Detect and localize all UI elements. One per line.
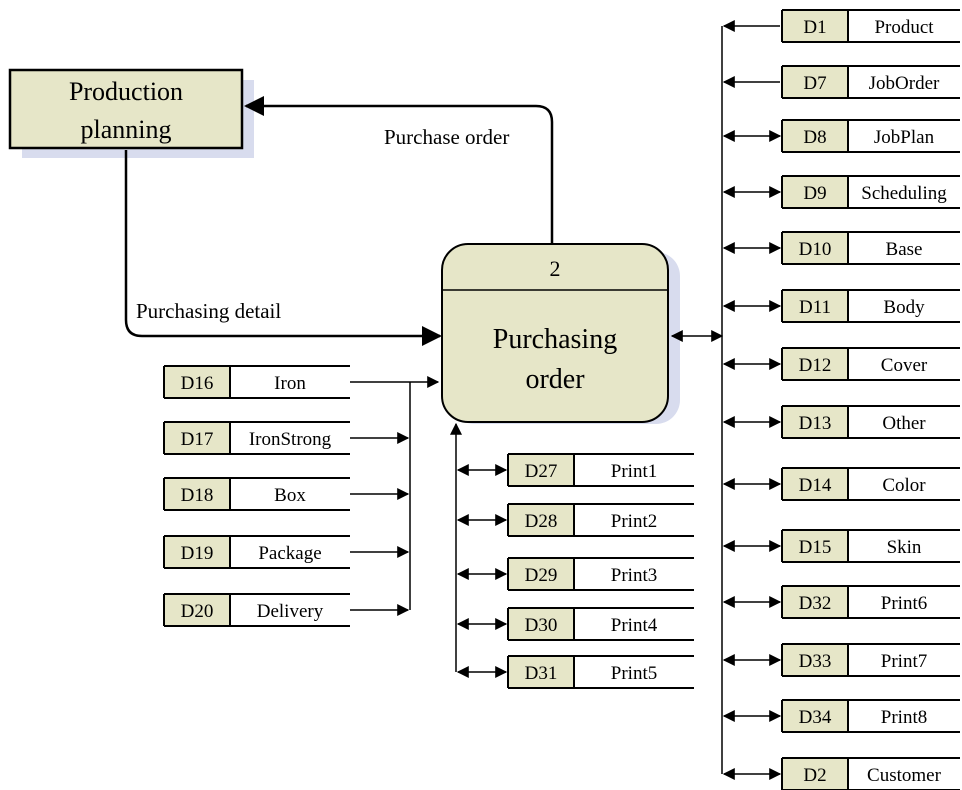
entity-label-line2: planning xyxy=(81,115,172,144)
data-store-d27-print1[interactable]: D27 Print1 xyxy=(508,454,694,486)
store-id: D12 xyxy=(799,355,832,376)
store-id: D1 xyxy=(803,17,826,38)
flow-label-purchasing-detail: Purchasing detail xyxy=(136,299,281,323)
store-id: D28 xyxy=(525,511,558,532)
data-store-d30-print4[interactable]: D30 Print4 xyxy=(508,608,694,640)
data-store-d16-iron[interactable]: D16 Iron xyxy=(164,366,350,398)
data-store-d33-print7[interactable]: D33 Print7 xyxy=(782,644,960,676)
store-name: Product xyxy=(874,17,934,38)
data-store-d29-print3[interactable]: D29 Print3 xyxy=(508,558,694,590)
process-label-line1: Purchasing xyxy=(493,324,617,355)
store-id: D2 xyxy=(803,765,826,786)
store-name: Box xyxy=(274,485,306,506)
store-id: D32 xyxy=(799,593,832,614)
store-name: IronStrong xyxy=(249,429,332,450)
store-id: D14 xyxy=(799,475,832,496)
store-name: Skin xyxy=(887,537,922,558)
store-name: Scheduling xyxy=(861,183,947,204)
data-store-d9-scheduling[interactable]: D9 Scheduling xyxy=(782,176,960,208)
store-name: Body xyxy=(883,297,925,318)
store-name: Print2 xyxy=(611,511,657,532)
data-store-d11-body[interactable]: D11 Body xyxy=(782,290,960,322)
store-id: D34 xyxy=(799,707,832,728)
store-id: D31 xyxy=(525,663,558,684)
data-store-d10-base[interactable]: D10 Base xyxy=(782,232,960,264)
data-store-d1-product[interactable]: D1 Product xyxy=(782,10,960,42)
store-name: Delivery xyxy=(257,601,324,622)
store-name: Print4 xyxy=(611,615,658,636)
store-name: Print6 xyxy=(881,593,927,614)
data-store-d32-print6[interactable]: D32 Print6 xyxy=(782,586,960,618)
process-purchasing-order[interactable]: 2 Purchasing order xyxy=(442,244,680,424)
data-store-d2-customer[interactable]: D2 Customer xyxy=(782,758,960,790)
store-name: Base xyxy=(886,239,923,260)
data-store-d14-color[interactable]: D14 Color xyxy=(782,468,960,500)
store-name: JobPlan xyxy=(874,127,935,148)
data-store-d13-other[interactable]: D13 Other xyxy=(782,406,960,438)
data-store-d31-print5[interactable]: D31 Print5 xyxy=(508,656,694,688)
store-id: D19 xyxy=(181,543,214,564)
store-id: D29 xyxy=(525,565,558,586)
external-entity-production-planning[interactable]: Production planning xyxy=(10,70,254,158)
store-id: D11 xyxy=(799,297,831,318)
store-name: Iron xyxy=(274,373,306,394)
data-store-d17-ironstrong[interactable]: D17 IronStrong xyxy=(164,422,350,454)
data-store-d15-skin[interactable]: D15 Skin xyxy=(782,530,960,562)
store-id: D16 xyxy=(181,373,214,394)
store-name: Customer xyxy=(867,765,942,786)
data-store-d28-print2[interactable]: D28 Print2 xyxy=(508,504,694,536)
data-store-d34-print8[interactable]: D34 Print8 xyxy=(782,700,960,732)
flow-label-purchase-order: Purchase order xyxy=(384,125,509,149)
store-id: D8 xyxy=(803,127,826,148)
store-id: D20 xyxy=(181,601,214,622)
flow-purchase-order: Purchase order xyxy=(246,106,552,244)
store-id: D18 xyxy=(181,485,214,506)
store-id: D10 xyxy=(799,239,832,260)
store-name: Other xyxy=(882,413,926,434)
store-name: Print5 xyxy=(611,663,657,684)
store-name: Package xyxy=(258,543,321,564)
store-id: D27 xyxy=(525,461,558,482)
data-store-d8-jobplan[interactable]: D8 JobPlan xyxy=(782,120,960,152)
store-id: D17 xyxy=(181,429,214,450)
store-name: Cover xyxy=(881,355,928,376)
store-name: Print8 xyxy=(881,707,927,728)
store-id: D15 xyxy=(799,537,832,558)
store-id: D7 xyxy=(803,73,826,94)
data-store-d7-joborder[interactable]: D7 JobOrder xyxy=(782,66,960,98)
store-id: D13 xyxy=(799,413,832,434)
data-store-d19-package[interactable]: D19 Package xyxy=(164,536,350,568)
data-store-d18-box[interactable]: D18 Box xyxy=(164,478,350,510)
store-name: Print1 xyxy=(611,461,657,482)
flow-purchasing-detail: Purchasing detail xyxy=(126,150,440,336)
store-id: D33 xyxy=(799,651,832,672)
process-label-line2: order xyxy=(525,364,585,395)
data-store-d12-cover[interactable]: D12 Cover xyxy=(782,348,960,380)
store-name: JobOrder xyxy=(869,73,940,94)
store-name: Color xyxy=(882,475,926,496)
process-number: 2 xyxy=(550,256,561,281)
store-name: Print3 xyxy=(611,565,657,586)
store-name: Print7 xyxy=(881,651,927,672)
data-store-d20-delivery[interactable]: D20 Delivery xyxy=(164,594,350,626)
entity-label-line1: Production xyxy=(69,77,183,106)
store-id: D30 xyxy=(525,615,558,636)
store-id: D9 xyxy=(803,183,826,204)
